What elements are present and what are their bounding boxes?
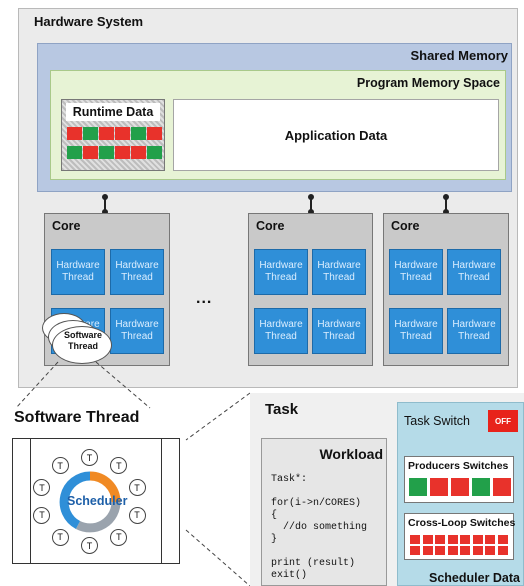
runtime-data-cell — [67, 127, 82, 140]
producer-switch[interactable] — [493, 478, 511, 496]
core2-connector-dot-top — [308, 194, 314, 200]
cross-loop-switches-label: Cross-Loop Switches — [408, 517, 516, 529]
core3-connector-dot-bottom — [443, 209, 449, 215]
producer-switch[interactable] — [409, 478, 427, 496]
core1-connector — [104, 197, 106, 213]
task-node: T — [110, 528, 128, 546]
hardware-thread: Hardware Thread — [110, 308, 164, 354]
task-line-top — [185, 392, 251, 441]
cross-loop-switch[interactable] — [435, 535, 445, 544]
software-thread-cloud-label: Software Thread — [63, 330, 102, 351]
cross-loop-switch[interactable] — [460, 535, 470, 544]
program-memory-space-title: Program Memory Space — [356, 76, 500, 90]
hardware-thread: Hardware Thread — [110, 249, 164, 295]
runtime-data-cell — [83, 146, 98, 159]
runtime-data-cell — [147, 146, 162, 159]
task-node: T — [81, 449, 98, 466]
task-node: T — [33, 479, 51, 497]
runtime-data-cell — [147, 127, 162, 140]
hardware-thread: Hardware Thread — [254, 249, 308, 295]
cross-loop-switch[interactable] — [447, 546, 458, 555]
cross-loop-switch[interactable] — [497, 535, 508, 544]
hardware-thread: Hardware Thread — [254, 308, 308, 354]
task-node: T — [81, 537, 98, 554]
hardware-thread: Hardware Thread — [389, 308, 443, 354]
cross-loop-switch[interactable] — [472, 535, 483, 544]
task-title: Task — [265, 401, 299, 418]
producer-switch[interactable] — [451, 478, 469, 496]
application-data-box: Application Data — [173, 99, 499, 171]
hardware-thread: Hardware Thread — [312, 308, 366, 354]
core3-connector — [445, 197, 447, 213]
core1-connector-dot-top — [102, 194, 108, 200]
zoom-line-left — [15, 361, 59, 409]
core2-connector-dot-bottom — [308, 209, 314, 215]
task-node: T — [51, 528, 69, 546]
cross-loop-switch[interactable] — [485, 535, 495, 544]
cross-loop-switch[interactable] — [410, 546, 420, 555]
software-thread-left-rail — [30, 438, 31, 564]
scheduler-data-label: Scheduler Data — [429, 571, 521, 585]
workload-box — [261, 438, 387, 586]
runtime-data-cell — [99, 127, 114, 140]
task-switch-label: Task Switch — [404, 414, 470, 428]
cross-loop-switch[interactable] — [472, 546, 483, 555]
task-node: T — [51, 457, 69, 475]
producer-switch[interactable] — [430, 478, 448, 496]
runtime-data-cell — [115, 127, 130, 140]
task-node: T — [33, 506, 51, 524]
cross-loop-switch[interactable] — [460, 546, 470, 555]
runtime-data-cell — [131, 146, 146, 159]
hardware-thread: Hardware Thread — [389, 249, 443, 295]
core1-connector-dot-bottom — [102, 209, 108, 215]
more-cores-ellipsis: ... — [196, 290, 213, 307]
zoom-line-right — [95, 361, 151, 409]
hardware-thread: Hardware Thread — [447, 308, 501, 354]
core3-connector-dot-top — [443, 194, 449, 200]
task-node: T — [128, 506, 146, 524]
hardware-system-title: Hardware System — [34, 14, 144, 29]
producers-switches-label: Producers Switches — [408, 460, 509, 472]
workload-code: Task*: for(i->n/CORES) { //do something … — [271, 474, 368, 581]
runtime-data-cell — [131, 127, 146, 140]
core2-connector — [310, 197, 312, 213]
cross-loop-switch[interactable] — [422, 535, 433, 544]
cross-loop-switch[interactable] — [410, 535, 420, 544]
scheduler-cycle-icon — [59, 471, 121, 533]
producer-switch[interactable] — [472, 478, 490, 496]
hardware-thread: Hardware Thread — [312, 249, 366, 295]
cross-loop-switch[interactable] — [422, 546, 433, 555]
hardware-thread: Hardware Thread — [447, 249, 501, 295]
cross-loop-switches-box — [404, 513, 514, 560]
task-line-bottom — [185, 529, 251, 586]
task-node: T — [128, 479, 146, 497]
software-thread-cloud — [52, 326, 112, 364]
core-label-3: Core — [391, 219, 420, 233]
runtime-data-cell — [115, 146, 130, 159]
workload-title: Workload — [319, 446, 383, 462]
shared-memory-title: Shared Memory — [410, 48, 508, 63]
core-label-1: Core — [52, 219, 81, 233]
cross-loop-switch[interactable] — [435, 546, 445, 555]
cross-loop-switch[interactable] — [447, 535, 458, 544]
runtime-data-cell — [99, 146, 114, 159]
software-thread-title: Software Thread — [14, 409, 140, 426]
hardware-thread: Hardware Thread — [51, 249, 105, 295]
cross-loop-switch[interactable] — [497, 546, 508, 555]
software-thread-right-rail — [161, 438, 162, 564]
cross-loop-switch[interactable] — [485, 546, 495, 555]
task-switch-toggle[interactable]: OFF — [488, 410, 518, 432]
task-node: T — [110, 457, 128, 475]
scheduler-label: Scheduler — [67, 494, 128, 508]
runtime-data-title: Runtime Data — [66, 103, 160, 121]
core-label-2: Core — [256, 219, 285, 233]
runtime-data-cell — [67, 146, 82, 159]
runtime-data-cell — [83, 127, 98, 140]
